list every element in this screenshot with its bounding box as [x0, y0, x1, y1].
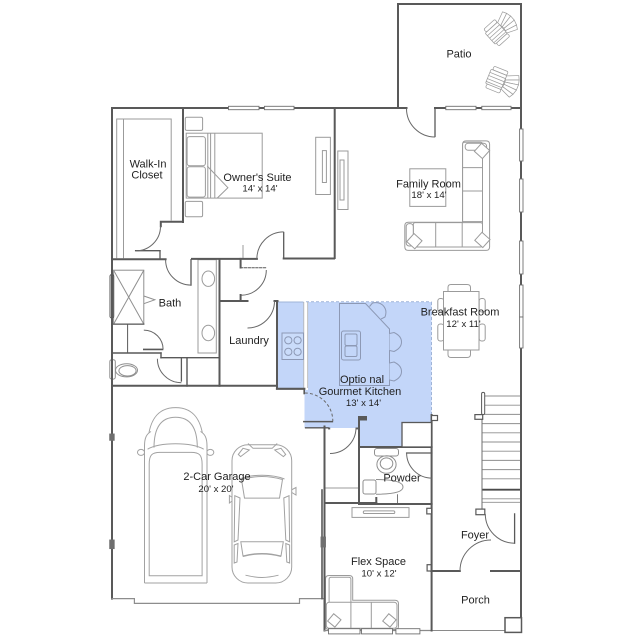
svg-text:Optio nal: Optio nal	[340, 374, 384, 386]
svg-text:14' x 14': 14' x 14'	[242, 184, 277, 195]
svg-text:10' x 12': 10' x 12'	[361, 569, 396, 580]
svg-text:Foyer: Foyer	[461, 530, 489, 542]
svg-text:Patio: Patio	[446, 49, 471, 61]
svg-text:Closet: Closet	[131, 170, 162, 182]
svg-text:Breakfast Room: Breakfast Room	[421, 307, 500, 319]
svg-text:2-Car Garage: 2-Car Garage	[183, 471, 250, 483]
svg-text:Porch: Porch	[461, 595, 490, 607]
svg-text:Laundry: Laundry	[229, 335, 269, 347]
svg-text:Bath: Bath	[159, 298, 182, 310]
svg-text:Owner's Suite: Owner's Suite	[223, 172, 291, 184]
svg-text:Gourmet Kitchen: Gourmet Kitchen	[319, 386, 402, 398]
svg-text:12' x 11': 12' x 11'	[446, 319, 481, 330]
svg-text:18' x 14': 18' x 14'	[411, 190, 446, 201]
svg-text:13' x 14': 13' x 14'	[346, 398, 381, 409]
svg-text:Powder: Powder	[383, 473, 421, 485]
svg-text:Family Room: Family Room	[396, 179, 461, 191]
svg-text:Walk-In: Walk-In	[130, 159, 167, 171]
svg-text:20' x 20': 20' x 20'	[198, 484, 233, 495]
svg-text:Flex Space: Flex Space	[351, 556, 406, 568]
